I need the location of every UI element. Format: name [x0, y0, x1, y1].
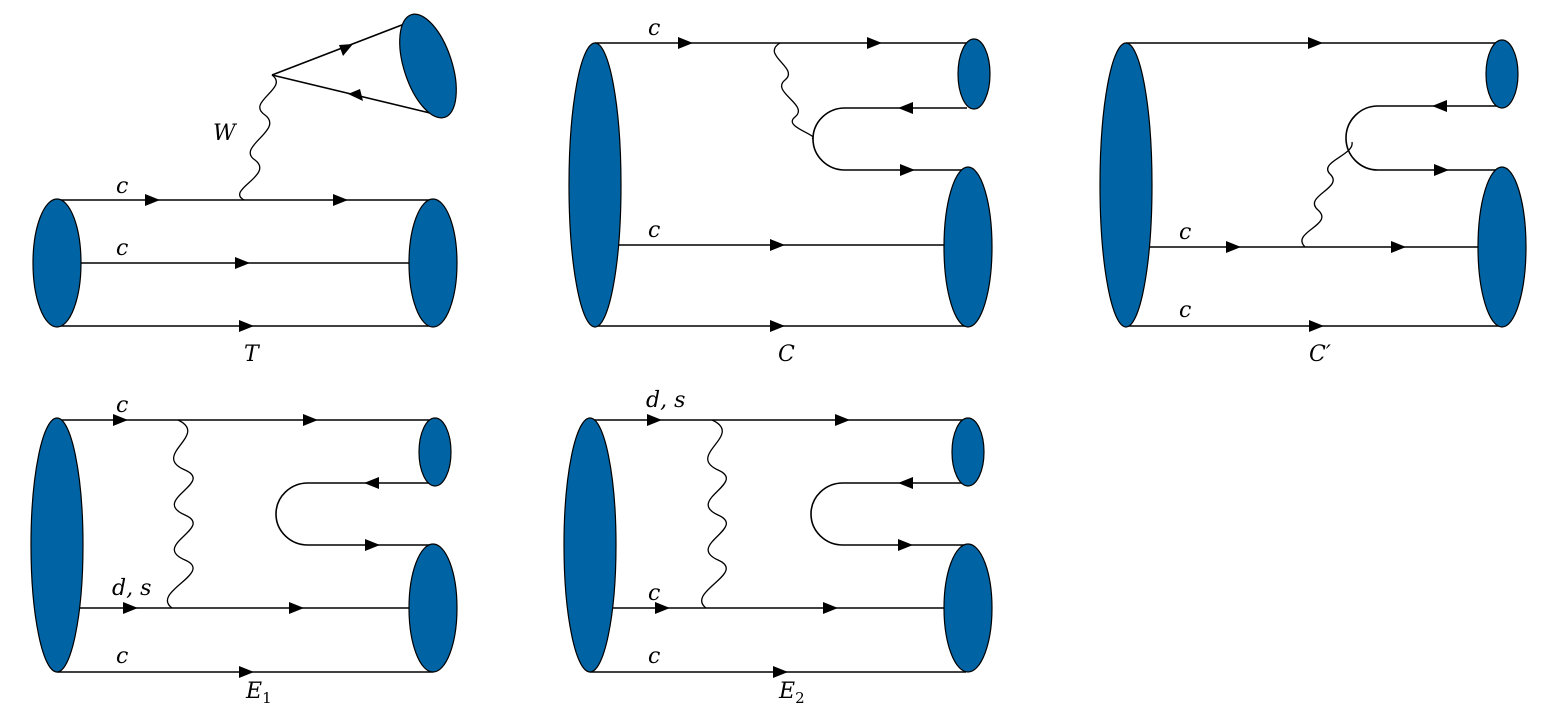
final-hadron-blob [943, 166, 993, 328]
arrow [303, 414, 318, 426]
arrow [1226, 241, 1241, 253]
line-label: c [116, 644, 128, 669]
gluon-line [1301, 141, 1353, 248]
line-label: d, s [646, 388, 685, 413]
line-label: c [1179, 298, 1191, 323]
final-meson-blob [418, 417, 452, 487]
w-exchange-line [701, 419, 727, 609]
arrow [348, 89, 363, 101]
pair-creation-loop [812, 107, 967, 171]
pair-creation-loop [1345, 105, 1502, 171]
pair-creation-loop [275, 482, 433, 546]
diagram-caption: E2 [778, 679, 805, 707]
diagram-c: c c C [568, 16, 993, 367]
boson-label: W [213, 121, 238, 146]
line-label: c [648, 16, 660, 41]
pair-creation-loop [810, 482, 966, 546]
arrow [235, 257, 250, 269]
line-label: d, s [112, 576, 151, 601]
arrow [333, 194, 348, 206]
arrow [678, 37, 693, 49]
arrow [770, 320, 785, 332]
line-label: c [648, 581, 660, 606]
arrow [1308, 37, 1323, 49]
gluon-line [773, 42, 814, 140]
arrow [898, 539, 913, 551]
line-label: c [648, 218, 660, 243]
line-label: c [116, 174, 128, 199]
arrow [1434, 164, 1449, 176]
arrow [365, 539, 380, 551]
diagram-caption: T [244, 342, 261, 367]
initial-hadron-blob [1099, 42, 1153, 328]
final-meson-blob [951, 417, 985, 487]
arrow [1309, 320, 1324, 332]
diagram-caption: C [778, 342, 795, 367]
line-label: c [116, 236, 128, 261]
diagram-caption: C′ [1309, 342, 1331, 367]
arrow [770, 239, 785, 251]
initial-hadron-blob [568, 42, 622, 328]
arrow [239, 320, 254, 332]
arrow [823, 602, 838, 614]
arrow [339, 44, 353, 56]
arrow [1432, 100, 1447, 112]
meson-blob [399, 13, 457, 119]
arrow [655, 602, 670, 614]
arrow [123, 602, 138, 614]
final-hadron-blob [408, 543, 458, 673]
w-exchange-line [166, 419, 194, 609]
diagram-c-prime: c c C′ [1099, 37, 1527, 367]
diagram-e1: c d, s c E1 [30, 393, 458, 707]
diagram-t: c c W T [32, 13, 458, 367]
arrow [145, 194, 160, 206]
diagram-e2: d, s c c E2 [563, 388, 993, 707]
final-hadron-blob [1477, 166, 1527, 328]
arrow [239, 666, 254, 678]
line-label: c [1179, 220, 1191, 245]
line-label: c [116, 393, 128, 418]
arrow [364, 477, 379, 489]
arrow [289, 602, 304, 614]
arrow [1391, 241, 1406, 253]
arrow [898, 477, 913, 489]
initial-hadron-blob [30, 417, 84, 673]
arrow [898, 102, 913, 114]
diagram-caption: E1 [245, 679, 272, 707]
arrow [773, 666, 788, 678]
final-meson-blob [1485, 39, 1519, 109]
arrow [867, 37, 882, 49]
final-meson-blob [957, 38, 991, 110]
initial-hadron-blob [563, 417, 617, 673]
arrow [647, 414, 662, 426]
arrow [113, 414, 128, 426]
final-hadron-blob [943, 543, 993, 673]
final-hadron-blob [408, 198, 458, 328]
w-boson-line [239, 74, 277, 201]
initial-hadron-blob [32, 198, 82, 328]
arrow [900, 164, 915, 176]
line-label: c [648, 644, 660, 669]
arrow [835, 414, 850, 426]
